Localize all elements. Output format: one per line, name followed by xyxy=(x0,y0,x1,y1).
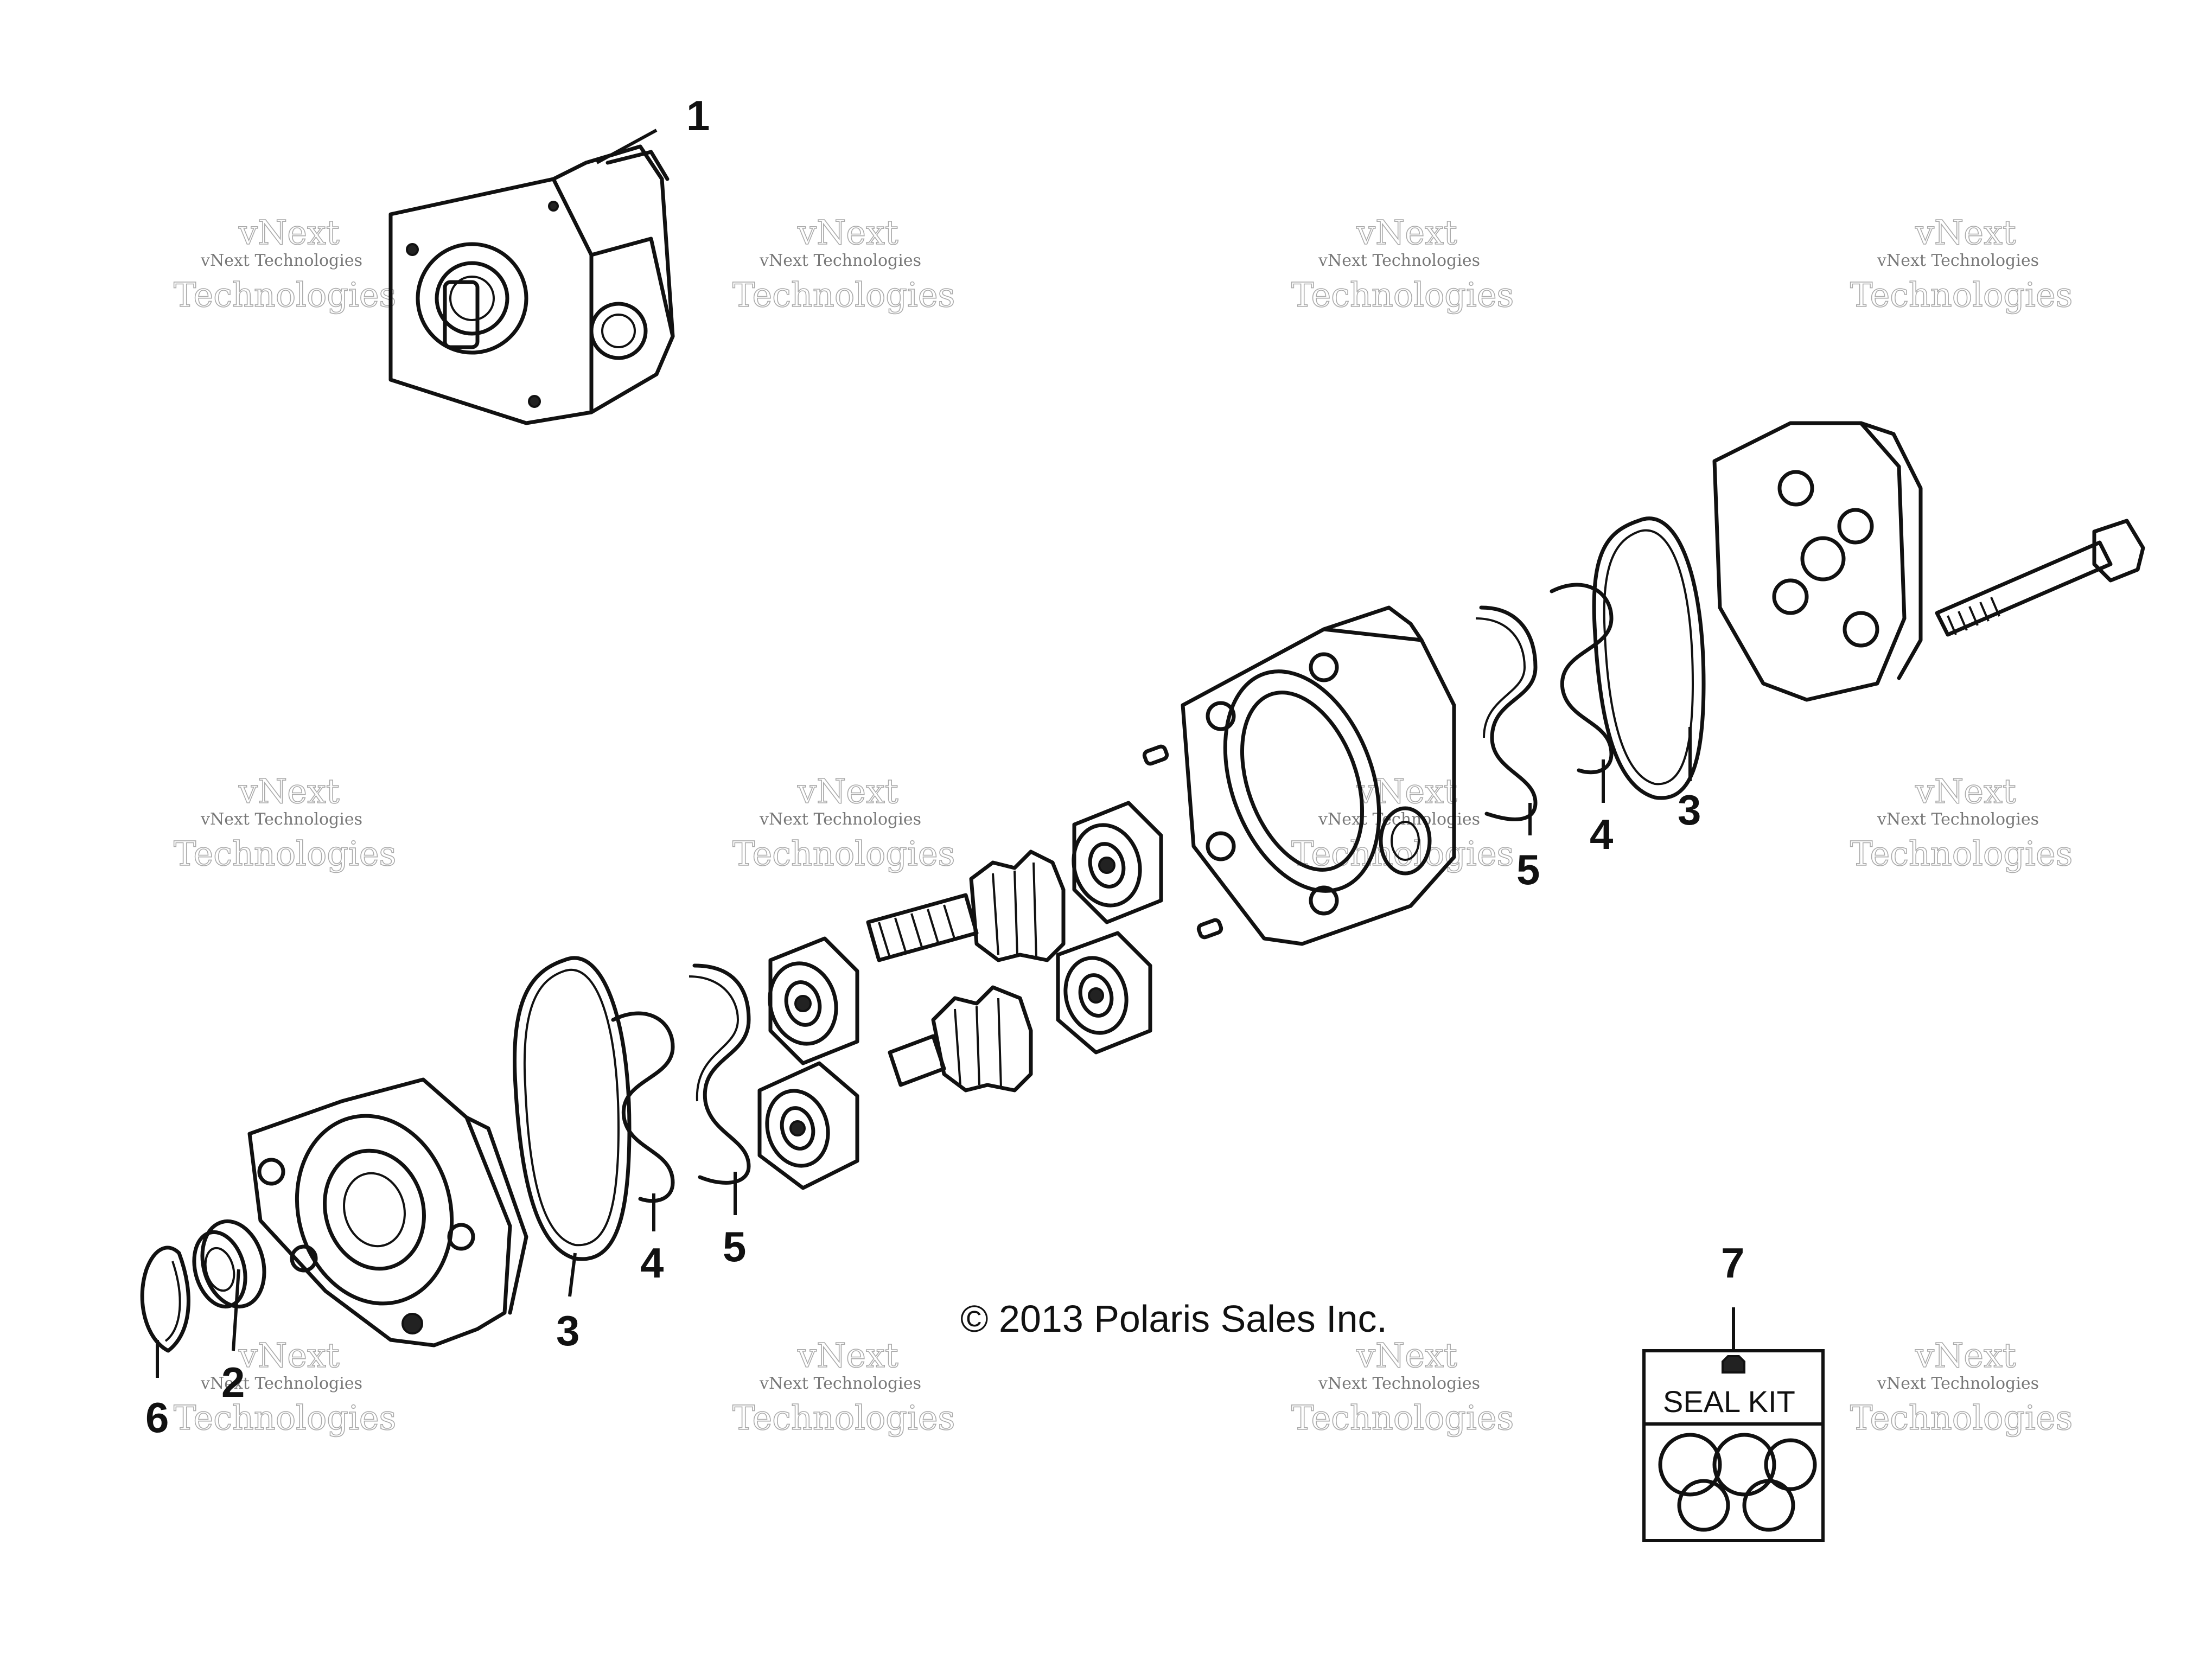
callout-4-left: 4 xyxy=(640,1239,664,1287)
svg-text:vNext: vNext xyxy=(1915,213,2016,252)
backup-seal-right xyxy=(1550,583,1614,775)
svg-text:vNext Technologies: vNext Technologies xyxy=(1877,251,2039,270)
svg-text:Technologies: Technologies xyxy=(1850,275,2073,315)
svg-text:Technologies: Technologies xyxy=(1850,1398,2073,1438)
svg-text:Technologies: Technologies xyxy=(1291,275,1514,315)
bearing-block-lower-right xyxy=(1056,931,1152,1055)
svg-text:Technologies: Technologies xyxy=(174,275,396,315)
svg-text:Technologies: Technologies xyxy=(732,834,955,873)
watermark: vNext vNext Technologies Technologies xyxy=(1291,212,1514,315)
callout-1: 1 xyxy=(686,92,710,139)
callout-labels: 1 2 3 3 4 4 5 5 6 7 xyxy=(145,92,1744,1441)
dowel-pins xyxy=(1142,744,1223,940)
front-cover xyxy=(247,1077,528,1347)
svg-text:vNext Technologies: vNext Technologies xyxy=(759,810,921,829)
gasket-right xyxy=(1592,516,1706,800)
svg-text:vNext: vNext xyxy=(797,1336,898,1375)
retaining-ring xyxy=(140,1246,190,1353)
driven-gear xyxy=(888,985,1033,1093)
copyright-notice: © 2013 Polaris Sales Inc. xyxy=(960,1298,1387,1340)
seal-ring-icon xyxy=(1742,1479,1795,1532)
bearing-block-lower-left xyxy=(757,1061,859,1190)
seal-kit-box: SEAL KIT xyxy=(1642,1349,1825,1542)
watermark: vNext vNext Technologies Technologies xyxy=(173,212,397,315)
watermark: vNext vNext Technologies Technologies xyxy=(732,1335,955,1438)
watermark: vNext vNext Technologies Technologies xyxy=(173,771,397,874)
assembled-pump xyxy=(388,144,675,425)
backup-seal-left xyxy=(611,1011,675,1203)
callout-4-right: 4 xyxy=(1590,810,1613,858)
watermark: vNext vNext Technologies Technologies xyxy=(173,1335,397,1438)
watermark-layer: vNext vNext Technologies Technologies vN… xyxy=(173,212,2073,1438)
svg-text:vNext: vNext xyxy=(1356,213,1457,252)
svg-text:vNext: vNext xyxy=(797,213,898,252)
callout-3-left: 3 xyxy=(556,1307,579,1355)
svg-text:vNext: vNext xyxy=(238,771,340,811)
svg-text:vNext Technologies: vNext Technologies xyxy=(1877,1374,2039,1393)
svg-text:vNext Technologies: vNext Technologies xyxy=(200,1374,362,1393)
watermark: vNext vNext Technologies Technologies xyxy=(1850,1335,2073,1438)
cap-screw xyxy=(1935,519,2145,637)
svg-text:Technologies: Technologies xyxy=(174,834,396,873)
wear-seal-right xyxy=(1475,605,1538,821)
svg-text:vNext: vNext xyxy=(797,771,898,811)
watermark: vNext vNext Technologies Technologies xyxy=(732,771,955,874)
callout-lines xyxy=(156,129,1735,1378)
pump-body xyxy=(1181,605,1456,946)
seal-kit-label: SEAL KIT xyxy=(1663,1384,1795,1419)
svg-text:vNext: vNext xyxy=(238,1336,340,1375)
svg-text:Technologies: Technologies xyxy=(1850,834,2073,873)
svg-text:Technologies: Technologies xyxy=(1291,834,1514,873)
svg-text:vNext Technologies: vNext Technologies xyxy=(200,251,362,270)
svg-text:vNext: vNext xyxy=(1915,771,2016,811)
bearing-block-upper-right xyxy=(1072,801,1163,924)
seal-ring-icon xyxy=(1658,1433,1722,1497)
svg-text:Technologies: Technologies xyxy=(732,275,955,315)
bearing-block-upper-left xyxy=(768,936,859,1065)
watermark: vNext vNext Technologies Technologies xyxy=(1850,771,2073,874)
svg-text:vNext Technologies: vNext Technologies xyxy=(759,1374,921,1393)
svg-text:vNext: vNext xyxy=(238,213,340,252)
seal-ring-icon xyxy=(1764,1438,1817,1491)
watermark: vNext vNext Technologies Technologies xyxy=(1850,212,2073,315)
callout-7: 7 xyxy=(1721,1239,1744,1287)
svg-text:vNext: vNext xyxy=(1356,1336,1457,1375)
watermark: vNext vNext Technologies Technologies xyxy=(1291,1335,1514,1438)
svg-text:vNext Technologies: vNext Technologies xyxy=(759,251,921,270)
svg-text:vNext Technologies: vNext Technologies xyxy=(1877,810,2039,829)
shaft-seal xyxy=(192,1219,266,1309)
drive-gear-shaft xyxy=(866,850,1066,962)
svg-text:vNext Technologies: vNext Technologies xyxy=(1318,1374,1480,1393)
seal-ring-icon xyxy=(1677,1479,1730,1532)
callout-2: 2 xyxy=(221,1358,245,1406)
svg-text:Technologies: Technologies xyxy=(174,1398,396,1438)
svg-text:vNext: vNext xyxy=(1915,1336,2016,1375)
seal-ring-icon xyxy=(1712,1433,1776,1497)
svg-text:Technologies: Technologies xyxy=(732,1398,955,1438)
callout-5-left: 5 xyxy=(723,1223,746,1270)
wear-seal-left xyxy=(689,963,751,1185)
callout-3-right: 3 xyxy=(1678,786,1701,834)
svg-text:vNext Technologies: vNext Technologies xyxy=(200,810,362,829)
svg-text:Technologies: Technologies xyxy=(1291,1398,1514,1438)
gasket-left xyxy=(512,956,632,1261)
rear-cover xyxy=(1712,421,1923,702)
callout-6: 6 xyxy=(145,1394,169,1441)
callout-5-right: 5 xyxy=(1516,846,1540,893)
watermark: vNext vNext Technologies Technologies xyxy=(732,212,955,315)
svg-text:vNext Technologies: vNext Technologies xyxy=(1318,251,1480,270)
svg-text:vNext: vNext xyxy=(1356,771,1457,811)
